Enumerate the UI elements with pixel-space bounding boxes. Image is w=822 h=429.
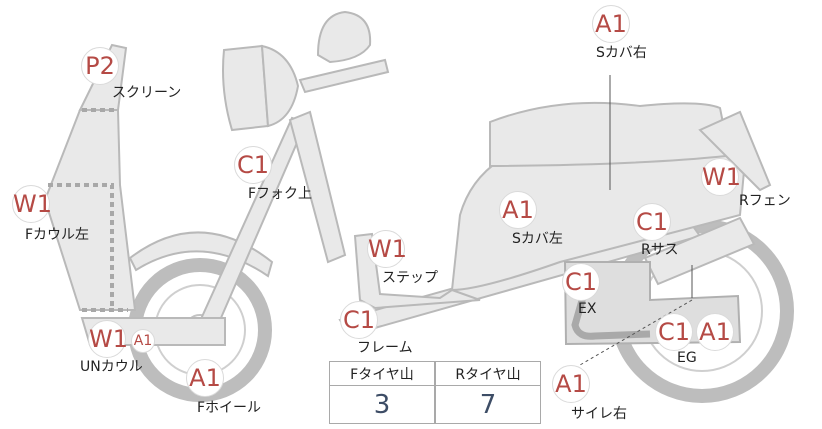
rfender-label: Rフェン [739, 193, 791, 209]
headlight [222, 44, 270, 132]
side-right-grade-badge: A1 [552, 365, 590, 403]
exhaust-label: EX [578, 301, 597, 317]
un-cowl-grade-badge: W1 [88, 320, 128, 358]
rfender-grade-badge: W1 [701, 158, 741, 196]
screen-grade-badge: P2 [81, 47, 119, 85]
fwheel-label: Fホイール [197, 400, 262, 416]
screen-label: スクリーン [112, 85, 182, 101]
scover-left-grade-badge: A1 [499, 191, 537, 229]
rear-suspension [643, 216, 756, 286]
fwheel-grade-badge: A1 [186, 359, 224, 397]
scover-left-label: Sカバ左 [512, 231, 563, 247]
engine-grade-badge: C1 [655, 313, 693, 351]
un-cowl-grade-badge-2: A1 [131, 329, 155, 353]
rsus-grade-badge: C1 [633, 203, 671, 241]
steering-column [288, 110, 347, 264]
ffork-upper-grade-badge: C1 [234, 146, 272, 184]
rear-tire-tread-header: Rタイヤ山 [455, 367, 521, 383]
fcowl-left-label: Fカウル左 [25, 227, 90, 243]
front-tire-tread-header: Fタイヤ山 [350, 367, 414, 383]
side-right-label: サイレ右 [571, 406, 627, 422]
exhaust-grade-badge: C1 [562, 263, 600, 301]
un-cowl-label: UNカウル [80, 359, 143, 375]
frame-grade-badge: C1 [340, 301, 378, 339]
handlebar [298, 58, 390, 94]
frame-label: フレーム [357, 340, 413, 356]
rear-fender-shape [698, 110, 772, 192]
fcowl-left-grade-badge: W1 [12, 185, 52, 223]
seat [489, 101, 727, 168]
engine-block [563, 261, 742, 346]
scover-right-grade-badge: A1 [592, 5, 630, 43]
rsus-label: Rサス [641, 242, 679, 258]
front-tire-tread-value: 3 [373, 390, 391, 420]
step-label: ステップ [382, 270, 438, 286]
front-cowl [43, 109, 137, 311]
step-grade-badge: W1 [367, 230, 407, 268]
mirror [316, 10, 372, 64]
rear-tire-tread-value: 7 [479, 390, 497, 420]
exhaust-pipe [571, 289, 651, 340]
engine-grade-badge-2: A1 [696, 313, 734, 351]
engine-label: EG [677, 350, 697, 366]
scover-right-label: Sカバ右 [596, 45, 647, 61]
tire-tread-table: Fタイヤ山 Rタイヤ山 3 7 [329, 361, 541, 424]
ffork-upper-label: Fフォク上 [248, 186, 313, 202]
